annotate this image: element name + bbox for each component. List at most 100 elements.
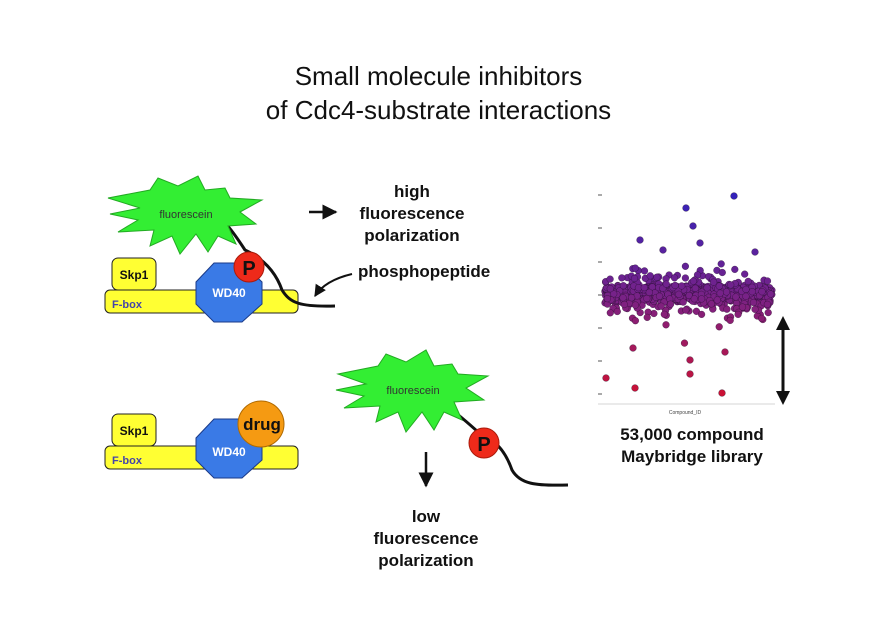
- bottom-result-line-2: fluorescence: [374, 529, 479, 548]
- free-peptide: fluorescein P: [335, 349, 569, 487]
- compound-point: [690, 295, 698, 303]
- compound-point: [748, 288, 756, 296]
- top-result-line-2: fluorescence: [360, 204, 465, 223]
- compound-point: [610, 290, 618, 298]
- bottom-fluorescein-label: fluorescein: [386, 385, 439, 397]
- compound-point: [667, 300, 675, 308]
- compound-point: [655, 292, 664, 300]
- compound-point: [662, 280, 670, 288]
- compound-point: [645, 288, 653, 296]
- bottom-fluorescein-star: [335, 349, 490, 433]
- compound-point: [751, 248, 759, 256]
- scatter-axis-ticks: Compound_ID: [598, 194, 775, 416]
- compound-point: [692, 307, 700, 315]
- compound-point: [643, 294, 651, 303]
- compound-point: [738, 303, 747, 311]
- compound-point: [640, 284, 648, 292]
- compound-point: [717, 260, 725, 268]
- bottom-complex: Skp1 F-box WD40 drug: [104, 400, 299, 479]
- x-axis-label: Compound_ID: [669, 410, 702, 416]
- bottom-result-line-3: polarization: [378, 551, 473, 570]
- compound-point: [686, 370, 694, 378]
- compound-point: [718, 268, 726, 277]
- compound-point: [631, 301, 639, 309]
- compound-point: [722, 288, 731, 296]
- compound-point: [659, 246, 667, 254]
- compound-point: [646, 272, 654, 280]
- bottom-fbox-label: F-box: [112, 455, 143, 467]
- top-skp1-label: Skp1: [120, 268, 149, 282]
- compound-point: [653, 273, 661, 281]
- top-fluorescein-label: fluorescein: [159, 209, 212, 221]
- title-line-1: Small molecule inhibitors: [294, 61, 583, 91]
- compound-point: [628, 294, 636, 302]
- top-p-circle: [233, 251, 265, 283]
- compound-point: [734, 310, 742, 318]
- compound-point: [680, 339, 689, 347]
- compound-point: [691, 284, 699, 292]
- compound-point: [749, 298, 758, 307]
- bottom-result-line-1: low: [412, 507, 441, 526]
- compound-point: [698, 310, 706, 318]
- compound-point: [703, 284, 711, 292]
- compound-point: [675, 290, 683, 298]
- compound-point: [764, 309, 772, 317]
- compound-point: [681, 262, 689, 270]
- compound-point: [713, 296, 721, 304]
- bottom-skp1-label: Skp1: [120, 424, 149, 438]
- spread-arrowhead-top: [776, 316, 790, 330]
- drug-circle: [237, 400, 285, 448]
- compound-point: [606, 309, 614, 317]
- screen-caption-line-1: 53,000 compound: [620, 425, 764, 444]
- phosphopeptide-label: phosphopeptide: [358, 262, 490, 281]
- compound-point: [671, 281, 679, 289]
- compound-point: [718, 389, 726, 397]
- compound-point: [678, 282, 686, 290]
- compound-point: [698, 295, 706, 303]
- compound-point: [631, 317, 639, 325]
- screen-scatter-plot: [601, 192, 776, 397]
- compound-point: [679, 298, 687, 306]
- compound-point: [636, 236, 644, 244]
- top-result-line-1: high: [394, 182, 430, 201]
- compound-point: [732, 293, 740, 301]
- compound-point: [763, 300, 771, 308]
- compound-point: [741, 270, 749, 278]
- compound-point: [629, 344, 637, 352]
- drug-label: drug: [243, 415, 281, 434]
- compound-point: [630, 274, 639, 283]
- bottom-p-label: P: [477, 434, 490, 456]
- compound-point: [631, 264, 639, 272]
- compound-point: [603, 295, 611, 303]
- compound-point: [681, 274, 689, 282]
- compound-point: [660, 310, 668, 318]
- compound-point: [716, 289, 724, 297]
- compound-point: [763, 277, 772, 285]
- compound-point: [650, 309, 658, 318]
- compound-point: [715, 282, 723, 290]
- compound-point: [721, 348, 729, 356]
- screen-caption-line-2: Maybridge library: [621, 447, 763, 466]
- compound-point: [662, 321, 670, 329]
- compound-point: [727, 281, 735, 289]
- compound-point: [606, 275, 614, 283]
- compound-point: [758, 288, 766, 296]
- phosphopeptide-pointer-arrow: [314, 273, 353, 298]
- compound-point: [619, 294, 627, 302]
- title-line-2: of Cdc4-substrate interactions: [265, 95, 612, 125]
- top-complex: Skp1 F-box WD40 fluorescein P: [104, 175, 336, 323]
- bottom-skp1-box: [111, 413, 157, 447]
- compound-point: [618, 274, 626, 282]
- compound-point: [686, 356, 694, 364]
- compound-point: [715, 323, 723, 331]
- bottom-wd40-label: WD40: [212, 445, 246, 459]
- compound-point: [657, 302, 665, 310]
- compound-point: [631, 384, 639, 392]
- compound-point: [726, 316, 734, 324]
- top-wd40-label: WD40: [212, 286, 246, 300]
- compound-point: [731, 265, 739, 273]
- top-fluorescein-star: [107, 175, 264, 255]
- top-fbox-label: F-box: [112, 299, 143, 311]
- compound-point: [730, 192, 738, 200]
